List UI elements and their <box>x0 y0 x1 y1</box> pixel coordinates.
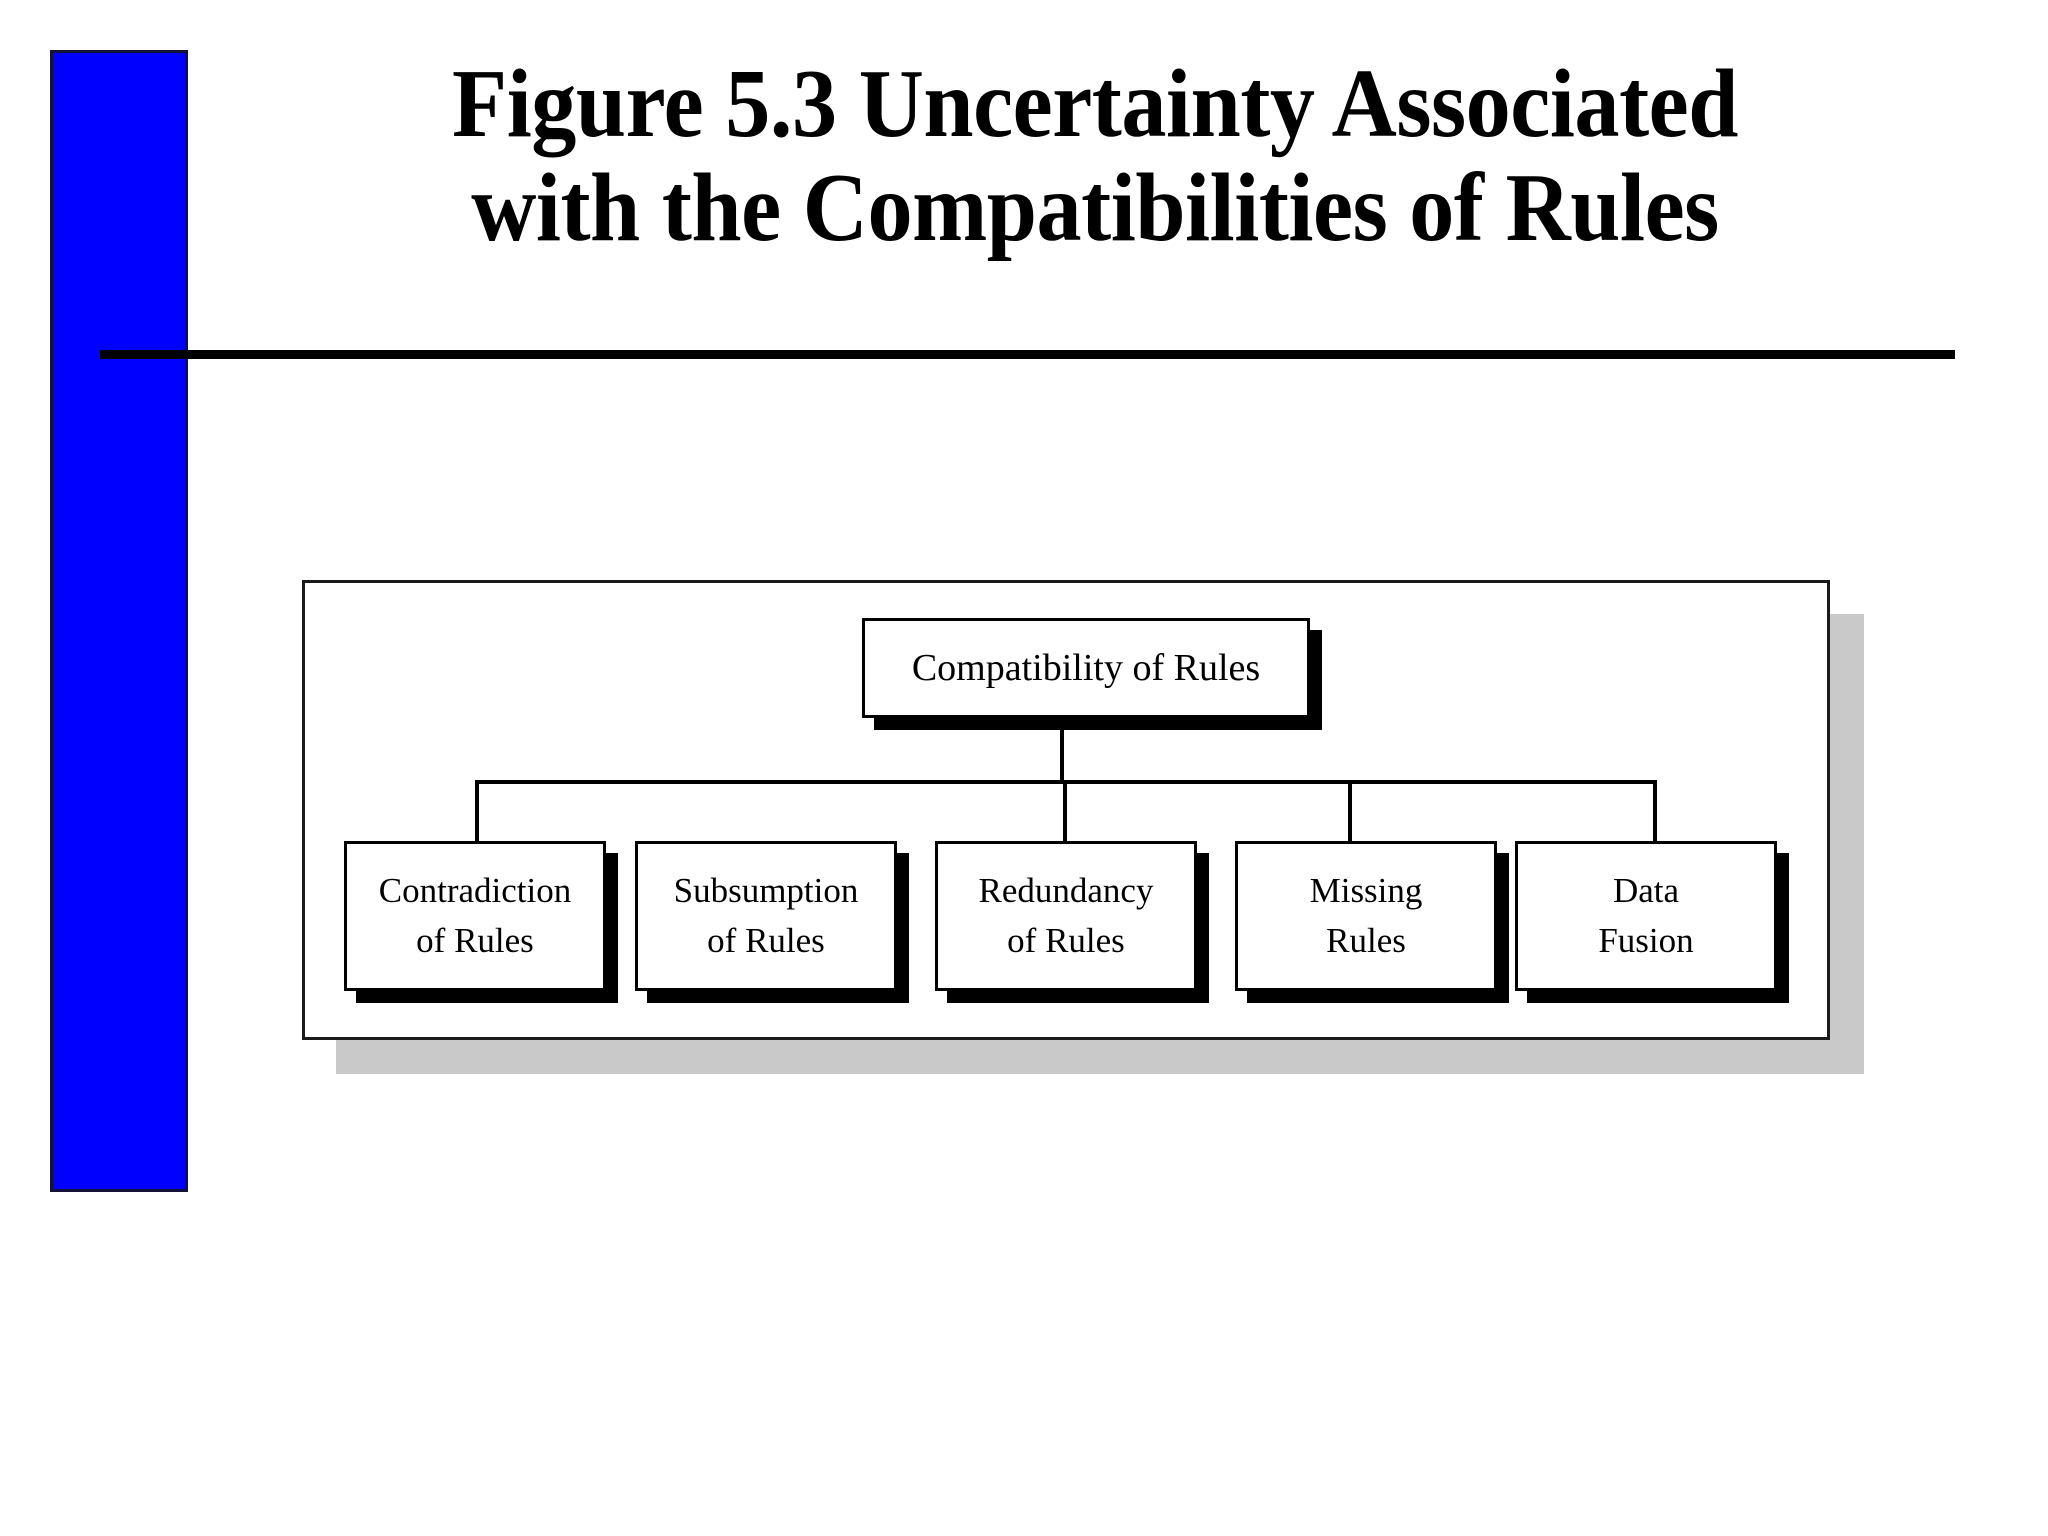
node-contradiction-of-rules[interactable]: Contradiction of Rules <box>344 841 606 991</box>
node-data-fusion[interactable]: Data Fusion <box>1515 841 1777 991</box>
connector-drop-contradiction <box>475 780 479 842</box>
connector-drop-redundancy <box>1063 780 1067 842</box>
page-title: Figure 5.3 Uncertainty Associated with t… <box>452 50 1738 261</box>
left-accent-bar <box>50 50 188 1192</box>
connector-drop-data-fusion <box>1653 780 1657 842</box>
node-redundancy-of-rules[interactable]: Redundancy of Rules <box>935 841 1197 991</box>
node-subsumption-of-rules[interactable]: Subsumption of Rules <box>635 841 897 991</box>
connector-root-stem <box>1060 718 1064 784</box>
connector-horizontal-bus <box>477 780 1657 784</box>
node-compatibility-of-rules[interactable]: Compatibility of Rules <box>862 618 1310 718</box>
node-missing-rules[interactable]: Missing Rules <box>1235 841 1497 991</box>
title-divider-rule <box>100 350 1955 359</box>
connector-drop-missing <box>1348 780 1352 842</box>
